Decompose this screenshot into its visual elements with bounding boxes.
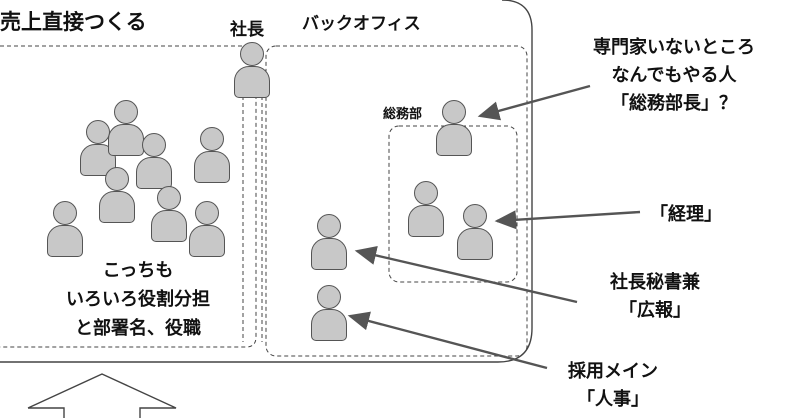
general-affairs-note-line-2: なんでもやる人: [611, 65, 737, 86]
arrow-to-secretary: [354, 245, 578, 304]
general-affairs-label: 総務部: [383, 107, 423, 122]
sales-note-line-2: いろいろ役割分担: [66, 289, 210, 310]
company-boundary: [0, 0, 533, 363]
sales-note: こっちも いろいろ役割分担 と部署名、役職: [48, 256, 228, 343]
up-arrow-outline: [27, 373, 177, 418]
general-affairs-note-line-1: 専門家いないところ: [593, 37, 755, 58]
general-affairs-note: 専門家いないところ なんでもやる人 「総務部長」？: [568, 34, 780, 118]
person-icon: [47, 201, 83, 257]
sales-area-boundary: [0, 45, 257, 348]
person-icon: [194, 127, 230, 183]
sales-area-title: 売上直接つくる: [0, 10, 147, 34]
accounting-person-icon: [457, 204, 493, 260]
secretary-note-line-1: 社長秘書兼: [610, 272, 700, 293]
accounting-note: 「経理」: [650, 204, 722, 225]
sales-note-line-3: と部署名、役職: [75, 318, 201, 339]
secretary-person-icon: [311, 214, 347, 270]
president-label: 社長: [230, 20, 264, 40]
dept-head-icon: [436, 100, 472, 156]
person-icon: [99, 167, 135, 223]
arrow-to-dept-head: [477, 84, 591, 121]
hr-person-icon: [311, 285, 347, 341]
back-office-boundary: [265, 45, 528, 357]
president-icon: [234, 42, 270, 98]
person-icon: [408, 181, 444, 237]
general-affairs-note-line-3: 「総務部長」？: [611, 93, 737, 114]
back-office-title: バックオフィス: [302, 14, 421, 34]
president-column: [242, 96, 263, 342]
arrow-to-hr: [347, 311, 548, 370]
secretary-note-line-2: 「広報」: [619, 300, 691, 321]
hr-note: 採用メイン 「人事」: [548, 358, 678, 414]
arrow-to-accounting: [494, 210, 641, 230]
person-icon: [189, 201, 225, 257]
person-icon: [108, 100, 144, 156]
hr-note-line-2: 「人事」: [577, 389, 649, 410]
secretary-note: 社長秘書兼 「広報」: [590, 269, 720, 325]
hr-note-line-1: 採用メイン: [568, 361, 658, 382]
person-icon: [136, 133, 172, 189]
person-icon: [151, 186, 187, 242]
general-affairs-boundary: [388, 125, 518, 283]
sales-note-line-1: こっちも: [102, 260, 174, 281]
